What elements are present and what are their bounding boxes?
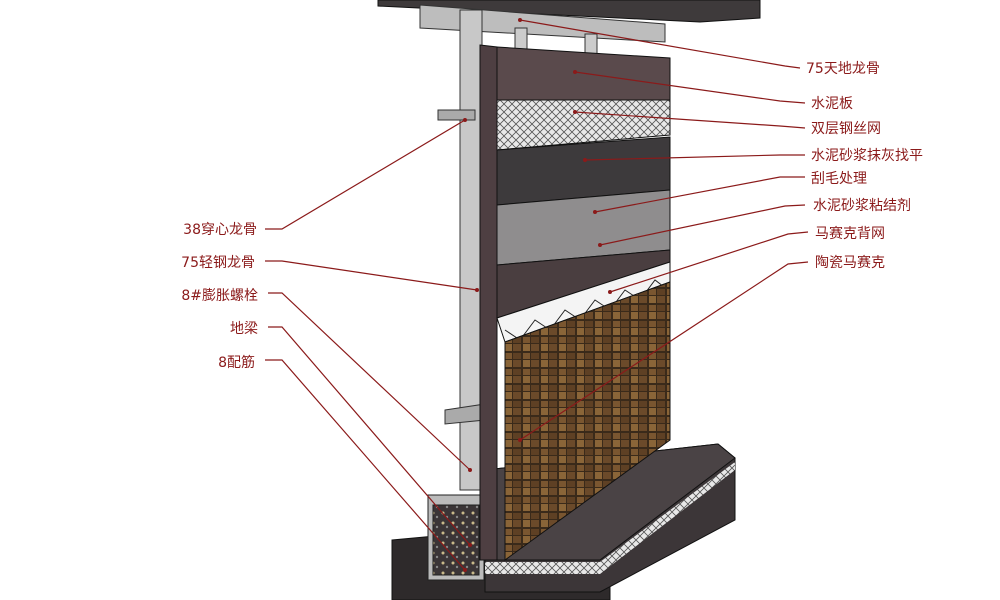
label-cement-mortar-leveling: 水泥砂浆抹灰找平 — [811, 148, 923, 164]
label-mosaic-back-mesh: 马赛克背网 — [815, 226, 885, 242]
label-double-steel-mesh: 双层钢丝网 — [811, 121, 881, 137]
ground-beam-concrete — [432, 504, 480, 576]
ceramic-mosaic — [504, 281, 671, 561]
through-keel-top — [437, 109, 476, 121]
cement-board-edge — [479, 44, 498, 561]
label-roughening: 刮毛处理 — [811, 171, 867, 187]
label-rebar: 8配筋 — [218, 354, 255, 371]
left-leaders — [265, 118, 479, 572]
label-through-keel: 38穿心龙骨 — [183, 222, 257, 238]
label-top-bottom-keel: 75天地龙骨 — [806, 61, 880, 77]
label-expansion-bolt: 8#膨胀螺栓 — [181, 287, 258, 304]
top-slab — [377, 0, 761, 23]
through-keel-bottom — [444, 403, 486, 425]
label-cement-mortar-adhesive: 水泥砂浆粘结剂 — [813, 198, 911, 214]
label-cement-board: 水泥板 — [811, 96, 853, 112]
right-leaders — [518, 18, 809, 442]
floor-mesh — [485, 462, 735, 574]
steel-mesh-layer — [496, 99, 671, 151]
label-light-steel-keel: 75轻钢龙骨 — [181, 255, 255, 271]
label-ground-beam: 地梁 — [230, 321, 258, 337]
label-ceramic-mosaic: 陶瓷马赛克 — [815, 255, 885, 271]
